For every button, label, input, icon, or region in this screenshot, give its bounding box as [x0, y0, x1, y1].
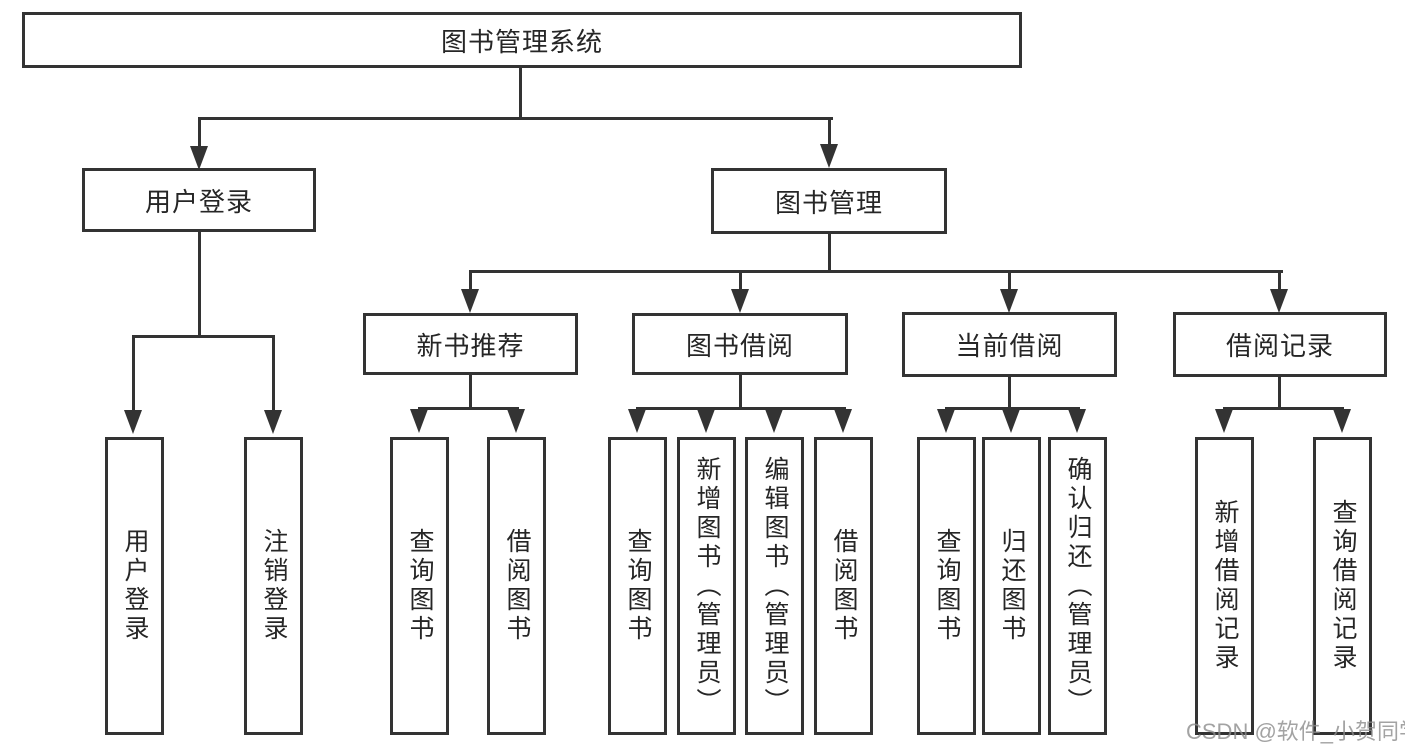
arrow-down-icon: [1000, 289, 1018, 313]
arrow-down-icon: [765, 409, 783, 433]
arrow-down-icon: [124, 410, 142, 434]
connector-borrow-record-branch: [1223, 407, 1344, 410]
leaf-query-book-3: 查询图书: [917, 437, 976, 735]
leaf-user-login: 用户登录: [105, 437, 164, 735]
arrow-down-icon: [731, 289, 749, 313]
arrow-down-icon: [1215, 409, 1233, 433]
connector-drop-new-book: [469, 270, 472, 289]
connector-level3-branch: [469, 270, 1283, 273]
connector-drop-borrow-record: [1278, 270, 1281, 289]
leaf-borrow-book-1: 借阅图书: [487, 437, 546, 735]
connector-current-borrow-branch: [945, 407, 1080, 410]
connector-current-borrow-stem: [1008, 377, 1011, 407]
connector-new-book-stem: [469, 375, 472, 407]
leaf-query-book-1: 查询图书: [390, 437, 449, 735]
connector-new-book-branch: [418, 407, 519, 410]
arrow-down-icon: [1002, 409, 1020, 433]
arrow-down-icon: [697, 409, 715, 433]
connector-drop-user-login: [198, 117, 201, 147]
connector-book-borrow-stem: [739, 375, 742, 407]
leaf-return-book: 归还图书: [982, 437, 1041, 735]
arrow-down-icon: [190, 146, 208, 170]
connector-book-borrow-branch: [636, 407, 846, 410]
connector-borrow-record-stem: [1278, 377, 1281, 407]
arrow-down-icon: [628, 409, 646, 433]
arrow-down-icon: [507, 409, 525, 433]
arrow-down-icon: [410, 409, 428, 433]
leaf-query-borrow-record: 查询借阅记录: [1313, 437, 1372, 735]
arrow-down-icon: [937, 409, 955, 433]
leaf-borrow-book-2: 借阅图书: [814, 437, 873, 735]
connector-drop-book-mgmt: [828, 117, 831, 145]
leaf-confirm-return-admin: 确认归还（管理员）: [1048, 437, 1107, 735]
node-root: 图书管理系统: [22, 12, 1022, 68]
connector-drop-current-borrow: [1008, 270, 1011, 289]
leaf-logout: 注销登录: [244, 437, 303, 735]
leaf-add-book-admin: 新增图书（管理员）: [677, 437, 736, 735]
arrow-down-icon: [1068, 409, 1086, 433]
arrow-down-icon: [264, 410, 282, 434]
connector-drop-book-borrow: [739, 270, 742, 289]
arrow-down-icon: [1270, 289, 1288, 313]
connector-book-mgmt-stem: [828, 234, 831, 270]
node-new-book: 新书推荐: [363, 313, 578, 375]
csdn-watermark: CSDN @软件_小贺同学: [1186, 719, 1405, 744]
node-book-mgmt: 图书管理: [711, 168, 947, 234]
arrow-down-icon: [834, 409, 852, 433]
node-user-login: 用户登录: [82, 168, 316, 232]
node-borrow-record: 借阅记录: [1173, 312, 1387, 377]
leaf-query-book-2: 查询图书: [608, 437, 667, 735]
connector-user-login-branch: [132, 335, 275, 338]
arrow-down-icon: [1333, 409, 1351, 433]
leaf-edit-book-admin: 编辑图书（管理员）: [745, 437, 804, 735]
connector-drop-leaf: [272, 335, 275, 411]
leaf-add-borrow-record: 新增借阅记录: [1195, 437, 1254, 735]
arrow-down-icon: [820, 144, 838, 168]
node-current-borrow: 当前借阅: [902, 312, 1117, 377]
arrow-down-icon: [461, 289, 479, 313]
connector-user-login-stem: [198, 232, 201, 335]
connector-drop-leaf: [132, 335, 135, 411]
connector-root-stem: [519, 68, 522, 117]
node-book-borrow: 图书借阅: [632, 313, 848, 375]
connector-level2-branch: [198, 117, 833, 120]
